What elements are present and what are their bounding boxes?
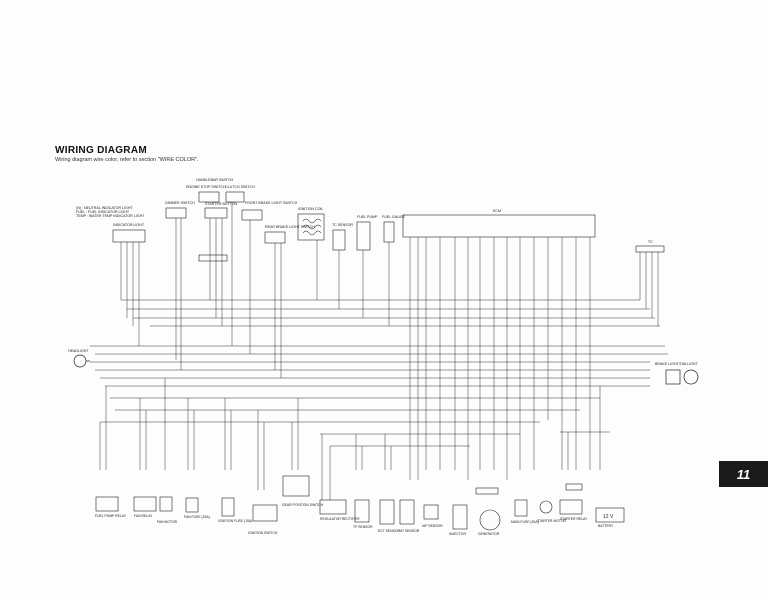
tc-sensor: [332, 229, 346, 251]
label-ect-sensor: ECT SENSOR: [378, 529, 401, 533]
gear-position-switch: [282, 475, 310, 497]
fuel-pump-relay: [95, 496, 119, 512]
starter-relay: [559, 499, 583, 515]
label-handlebar-switch: HANDLEBAR SWITCH: [196, 178, 234, 182]
ip-sensor: [423, 504, 439, 520]
engine-stop-switch: [198, 191, 220, 203]
label-starter-relay: STARTER RELAY: [560, 517, 588, 521]
label-generator: GENERATOR: [478, 532, 500, 536]
fuel-gauge-top: [383, 221, 395, 243]
front-brake-switch: [241, 209, 263, 221]
legend-line-1: (N) : NEUTRAL INDICATOR LIGHT: [76, 206, 133, 210]
label-iat-sensor: IAT SENSOR: [399, 529, 420, 533]
label-injector: INJECTOR: [449, 532, 466, 536]
label-ignition-fuse: IGNITION FUSE (15A): [218, 519, 252, 523]
harness-horizontal: [90, 299, 668, 447]
label-fan-motor: FAN MOTOR: [157, 520, 178, 524]
label-battery: BATTERY: [598, 524, 614, 528]
dimmer-switch: [165, 207, 187, 219]
ignition-switch: [252, 504, 278, 522]
tp-sensor: [354, 499, 370, 523]
section-tab: 11: [719, 461, 768, 487]
label-front-brake-switch: FRONT BRAKE LIGHT SWITCH: [245, 201, 298, 205]
label-fuel-pump-relay: FUEL PUMP RELAY: [95, 514, 127, 518]
label-regulator-rectifier: REGULATOR RECTIFIER: [320, 517, 360, 521]
connector-upper-1: [198, 254, 228, 262]
fan-motor: [159, 496, 173, 512]
label-ignition-switch: IGNITION SWITCH: [248, 531, 278, 535]
starter-button: [204, 207, 228, 219]
regulator-rectifier: [319, 499, 347, 515]
fan-relay: [133, 496, 157, 512]
label-gear-position-switch: GEAR POSITION SWITCH: [282, 503, 324, 507]
fan-fuse: [185, 497, 199, 513]
bottom-connector-row: [475, 487, 499, 495]
label-tc-sensor: TC SENSOR: [332, 223, 353, 227]
battery-icon: [595, 507, 625, 523]
generator-icon: [479, 509, 501, 531]
legend-line-2: FUEL : FUEL INDICATOR LIGHT: [76, 210, 130, 214]
label-rear-brake-switch: REAR BRAKE LIGHT SWITCH: [265, 225, 315, 229]
injector: [452, 504, 468, 530]
label-battery-voltage: 12 V: [603, 514, 614, 520]
indicator-light-box: [112, 229, 146, 243]
brake-light-connector: [665, 369, 681, 385]
harness-vertical: [99, 202, 659, 500]
legend-line-3: TEMP : WATER TEMP INDICATOR LIGHT: [76, 214, 145, 218]
label-fuel-pump: FUEL PUMP: [357, 215, 378, 219]
rear-brake-switch: [264, 231, 286, 244]
taillight-icon: [683, 369, 699, 385]
page-subtitle: Wiring diagram wire color, refer to sect…: [55, 157, 199, 163]
label-fan-fuse: FAN FUSE (15A): [184, 515, 210, 519]
label-main-fuse: MAIN FUSE (30A): [511, 520, 539, 524]
iat-sensor: [399, 499, 415, 525]
label-dimmer-switch: DIMMER SWITCH: [165, 201, 195, 205]
label-starter-motor: STARTER MOTOR: [537, 519, 567, 523]
ect-sensor: [379, 499, 395, 525]
page-title: WIRING DIAGRAM: [55, 145, 147, 156]
headlight-icon: [73, 354, 87, 368]
label-fuel-gauge: FUEL GAUGE: [382, 215, 406, 219]
ignition-coil: [297, 213, 325, 241]
label-brake-tail-light: BRAKE LIGHT/TAILLIGHT: [655, 362, 698, 366]
label-ecm: ECM: [493, 209, 501, 213]
motor-icon: [539, 500, 553, 514]
fuel-pump-top: [356, 221, 371, 251]
label-starter-button: STARTER BUTTON: [205, 202, 238, 206]
ignition-fuse: [221, 497, 235, 517]
ecm-box: [402, 214, 596, 238]
main-fuse: [514, 499, 528, 517]
label-fan-relay: FAN RELAY: [134, 514, 153, 518]
label-ignition-coil: IGNITION COIL: [298, 207, 323, 211]
label-clutch-switch: CLUTCH SWITCH: [225, 185, 255, 189]
clutch-switch: [225, 191, 245, 203]
tc-connector: [635, 245, 665, 253]
label-ip-sensor: IAP SENSOR: [422, 524, 443, 528]
label-indicator-light: INDICATOR LIGHT: [113, 223, 145, 227]
ignition-coil-winding: [302, 218, 322, 236]
label-headlight: HEADLIGHT: [68, 349, 89, 353]
label-tp-sensor: TP SENSOR: [353, 525, 373, 529]
label-tc: TC: [648, 240, 653, 244]
label-engine-stop-switch: ENGINE STOP SWITCH: [186, 185, 226, 189]
starter-connector: [565, 483, 583, 491]
